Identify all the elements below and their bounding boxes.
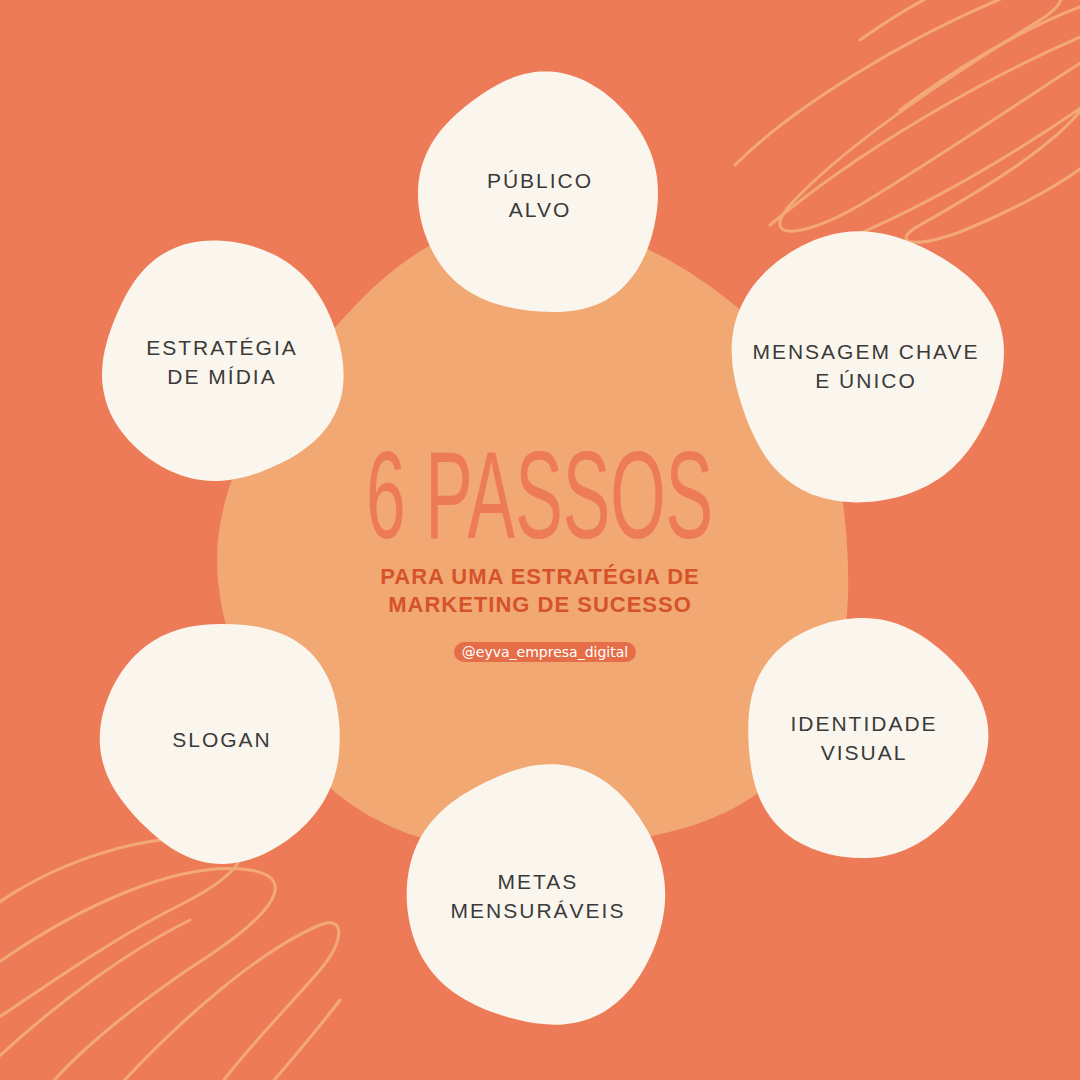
step-label: MENSAGEM CHAVE E ÚNICO [750, 337, 982, 396]
circle-shape [407, 765, 665, 1026]
step-label: IDENTIDADE VISUAL [764, 709, 964, 768]
scribble-top-right [735, 0, 1080, 242]
step-circle: PÚBLICO ALVO [415, 70, 665, 320]
circle-shape [732, 231, 1004, 502]
step-label: SLOGAN [172, 725, 272, 754]
circle-shape [100, 624, 340, 864]
handle-label: @eyva_empresa_digital [454, 642, 636, 662]
circle-shape [102, 240, 344, 481]
circle-outline [415, 70, 665, 320]
step-label: PÚBLICO ALVO [455, 166, 625, 225]
step-label: ESTRATÉGIA DE MÍDIA [127, 333, 317, 392]
circle-shape [418, 71, 658, 312]
step-circle: METAS MENSURÁVEIS [403, 761, 672, 1030]
circle-shape [748, 618, 988, 858]
circle-outline [97, 237, 347, 487]
step-circle: IDENTIDADE VISUAL [739, 613, 989, 863]
step-label: METAS MENSURÁVEIS [428, 867, 648, 926]
circle-outline [403, 761, 672, 1030]
title-text: 6 PASSOS [366, 432, 713, 557]
step-circle: MENSAGEM CHAVE E ÚNICO [725, 225, 1007, 507]
step-circle: SLOGAN [97, 615, 347, 865]
circle-outline [725, 225, 1007, 507]
subtitle-text: PARA UMA ESTRATÉGIA DE MARKETING DE SUCE… [325, 563, 755, 618]
circle-outline [739, 613, 989, 863]
step-circle: ESTRATÉGIA DE MÍDIA [97, 237, 347, 487]
scribble-bottom-left [0, 838, 340, 1080]
